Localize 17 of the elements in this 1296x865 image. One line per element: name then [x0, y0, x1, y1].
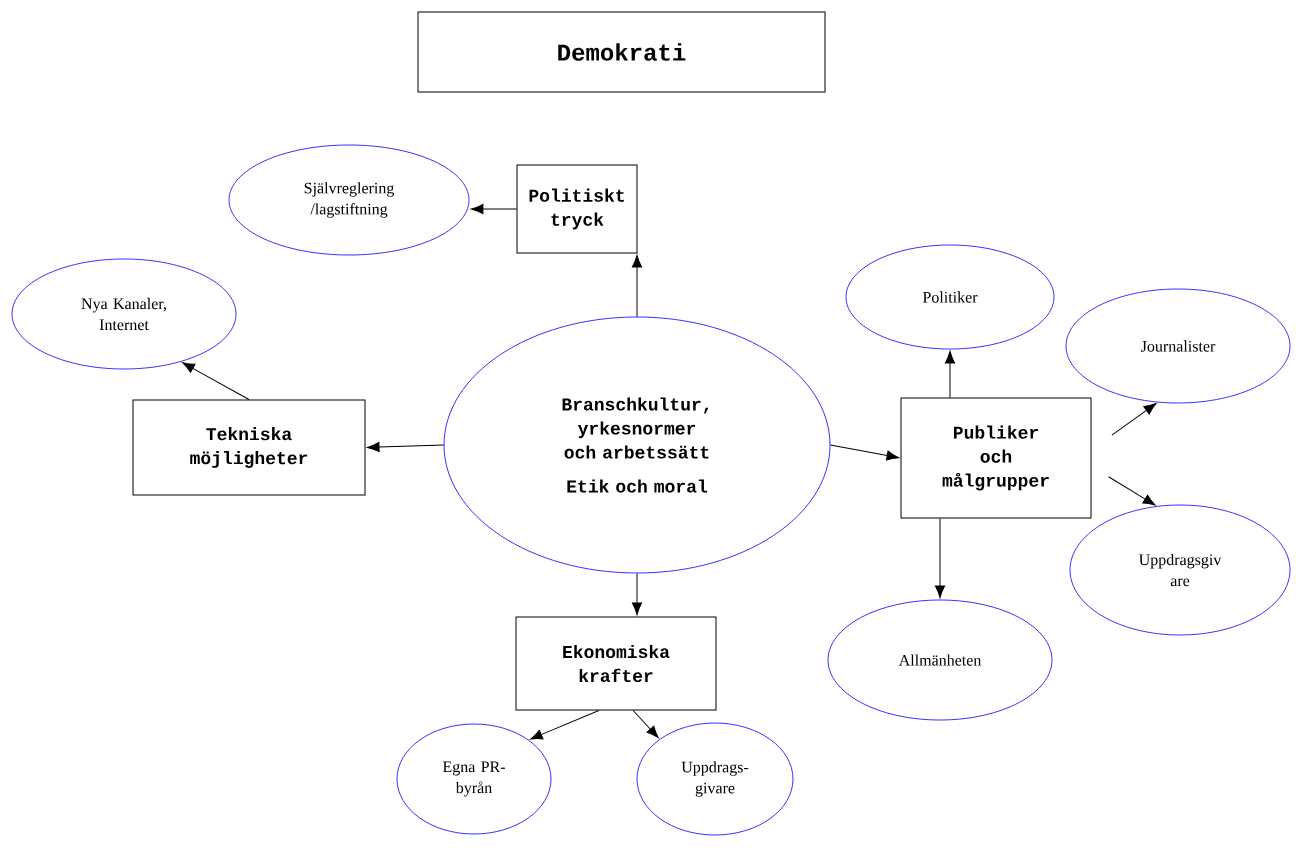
arrow [632, 710, 659, 739]
concept-box: Politiskt tryck [516, 164, 638, 254]
concept-box: Tekniska möjligheter [132, 399, 366, 496]
arrow [367, 441, 445, 453]
arrow [631, 255, 643, 318]
arrow [530, 710, 600, 740]
concept-box: Demokrati [417, 11, 826, 93]
arrow [829, 444, 900, 461]
arrow [182, 362, 250, 400]
arrow [944, 350, 956, 398]
arrow [470, 203, 517, 215]
arrow [1108, 476, 1156, 506]
arrow [1111, 403, 1157, 436]
arrow [934, 518, 946, 599]
arrow [631, 572, 643, 616]
concept-box: Ekonomiska krafter [515, 616, 717, 711]
concept-box: Publiker och målgrupper [900, 397, 1092, 519]
